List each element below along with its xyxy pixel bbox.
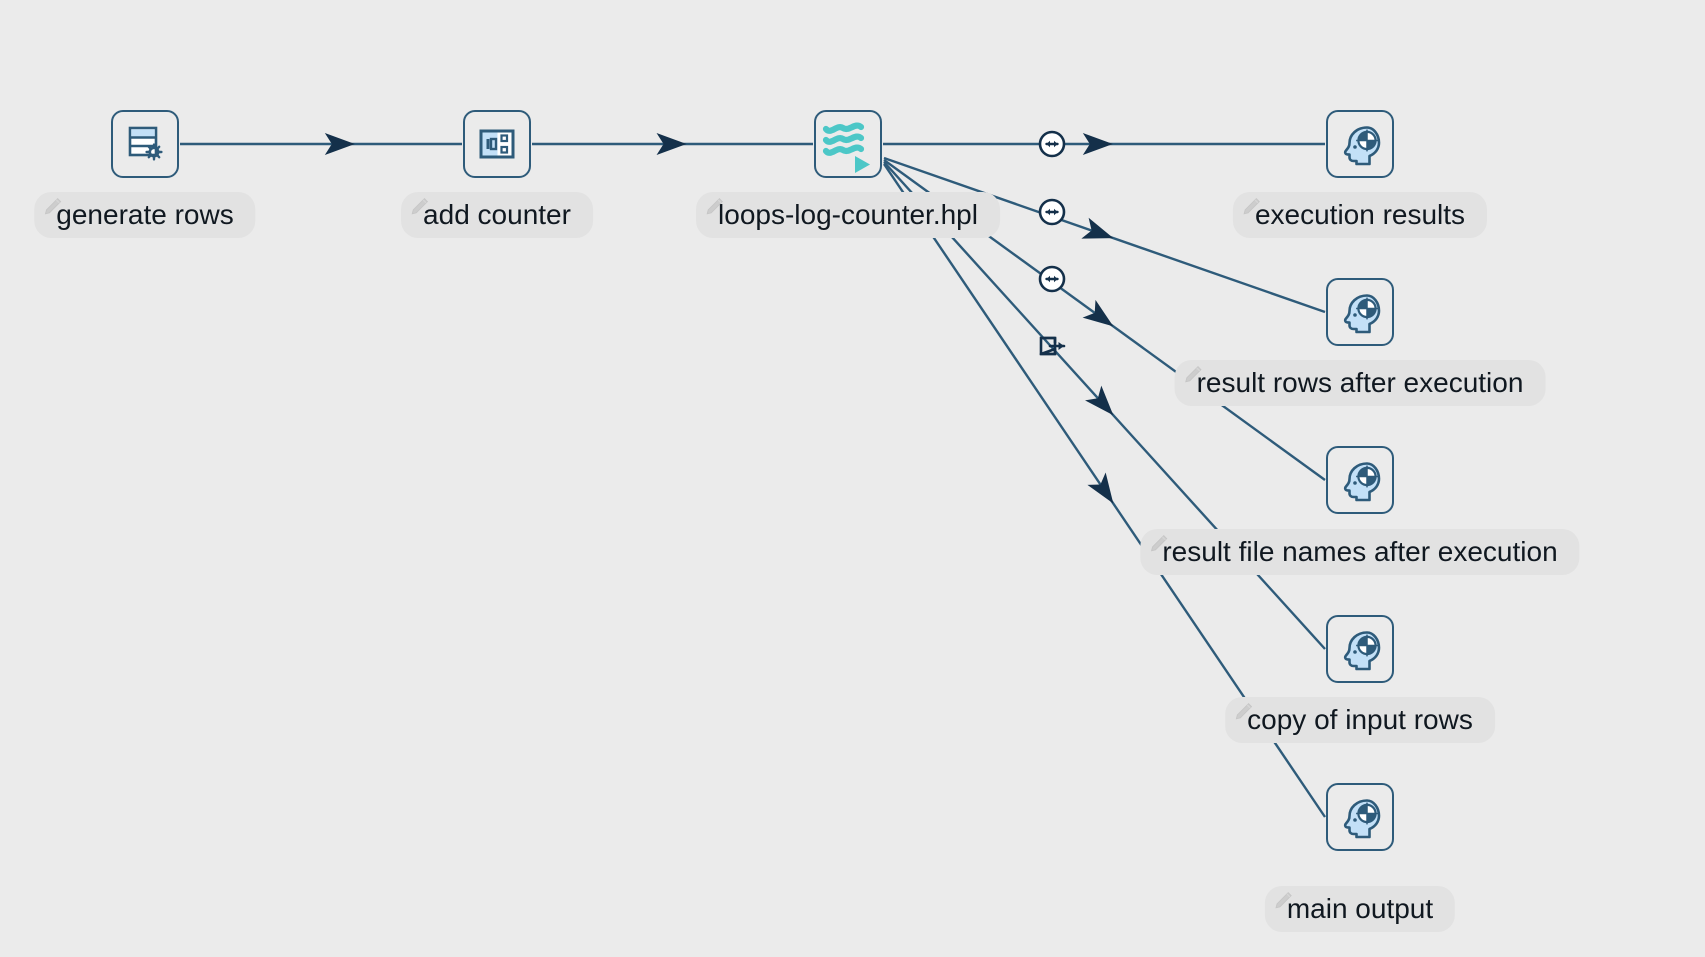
hop-add-counter-to-pipeline[interactable] [532, 133, 813, 155]
hop-pipeline-to-result-rows[interactable] [883, 156, 1326, 314]
hop-generate-rows-to-add-counter[interactable] [180, 133, 462, 155]
hop-arrowhead [1085, 385, 1114, 416]
node-label-text: execution results [1254, 199, 1466, 230]
memory-head-icon [1338, 122, 1382, 166]
pipeline-waves-icon [819, 115, 877, 173]
pencil-edit-icon [706, 198, 724, 215]
memory-head-icon [1338, 795, 1382, 839]
node-label-text: result file names after execution [1162, 536, 1558, 567]
node-generate-rows[interactable] [111, 110, 179, 178]
node-label-loops-log-counter[interactable]: loops-log-counter.hpl [696, 192, 1000, 238]
pencil-edit-icon [411, 198, 429, 215]
hop-arrowhead [1082, 133, 1113, 155]
pencil-edit-icon [1185, 366, 1202, 383]
memory-head-icon [1338, 290, 1382, 334]
node-label-text: result rows after execution [1196, 367, 1524, 398]
node-label-text: generate rows [56, 199, 234, 230]
node-main-output[interactable] [1326, 783, 1394, 851]
node-label-main-output[interactable]: main output [1264, 886, 1456, 932]
node-result-file-names-after-execution[interactable] [1326, 446, 1394, 514]
node-copy-of-input-rows[interactable] [1326, 615, 1394, 683]
memory-head-icon [1338, 627, 1382, 671]
table-gear-icon [123, 122, 167, 166]
add-sequence-icon [477, 124, 517, 164]
copy-rows-icon[interactable] [1037, 197, 1067, 227]
hop-pipeline-to-execution-results[interactable] [883, 133, 1325, 155]
hop-arrowhead [1087, 472, 1114, 504]
pencil-edit-icon [1150, 535, 1168, 552]
pencil-edit-icon [1275, 892, 1292, 909]
node-label-text: copy of input rows [1247, 704, 1473, 735]
node-label-result-file-names-after-execution[interactable]: result file names after execution [1140, 529, 1580, 575]
hop-arrowhead [1081, 217, 1114, 239]
node-label-text: main output [1286, 893, 1434, 924]
node-label-add-counter[interactable]: add counter [401, 192, 593, 238]
pencil-edit-icon [44, 198, 62, 215]
hop-arrowhead [656, 133, 687, 155]
node-result-rows-after-execution[interactable] [1326, 278, 1394, 346]
hop-arrowhead [1082, 299, 1114, 327]
memory-head-icon [1338, 458, 1382, 502]
node-loops-log-counter[interactable] [814, 110, 882, 178]
hop-arrowhead [324, 133, 355, 155]
node-label-copy-of-input-rows[interactable]: copy of input rows [1225, 697, 1495, 743]
node-label-text: loops-log-counter.hpl [718, 199, 978, 230]
node-label-execution-results[interactable]: execution results [1232, 192, 1488, 238]
node-label-result-rows-after-execution[interactable]: result rows after execution [1174, 360, 1546, 406]
node-label-generate-rows[interactable]: generate rows [34, 192, 256, 238]
node-execution-results[interactable] [1326, 110, 1394, 178]
pencil-edit-icon [1243, 198, 1260, 215]
output-export-icon[interactable] [1037, 330, 1067, 360]
copy-rows-icon[interactable] [1037, 129, 1067, 159]
pencil-edit-icon [1235, 703, 1253, 720]
node-add-counter[interactable] [463, 110, 531, 178]
node-label-text: add counter [423, 199, 571, 230]
copy-rows-icon[interactable] [1037, 264, 1067, 294]
